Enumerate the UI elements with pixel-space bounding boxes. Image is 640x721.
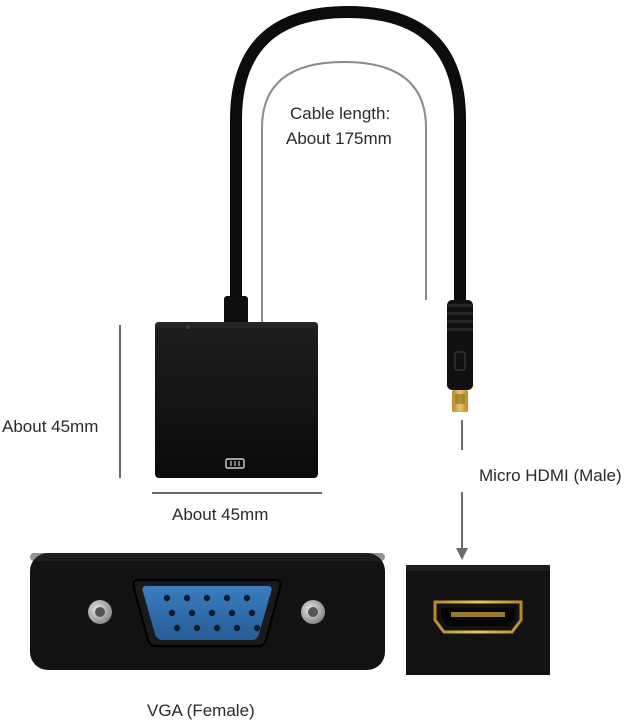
hdmi-arrow xyxy=(456,420,468,560)
hdmi-connector-closeup xyxy=(406,565,550,675)
vga-port-icon xyxy=(225,458,245,469)
vga-label: VGA (Female) xyxy=(147,701,255,720)
cable-length-line xyxy=(261,60,427,322)
adapter-body xyxy=(155,322,318,478)
micro-hdmi-label: Micro HDMI (Male) xyxy=(479,466,622,485)
adapter-cable xyxy=(230,5,466,311)
strain-relief-body xyxy=(224,296,248,326)
cable-length-label: Cable length: xyxy=(290,104,391,123)
hdmi-port xyxy=(433,600,523,634)
vga-connector-closeup xyxy=(30,553,385,670)
micro-hdmi-plug xyxy=(447,300,473,412)
cable-length-value: About 175mm xyxy=(286,129,392,148)
height-dimension-label: About 45mm xyxy=(2,417,99,436)
width-dimension-label: About 45mm xyxy=(172,505,269,524)
